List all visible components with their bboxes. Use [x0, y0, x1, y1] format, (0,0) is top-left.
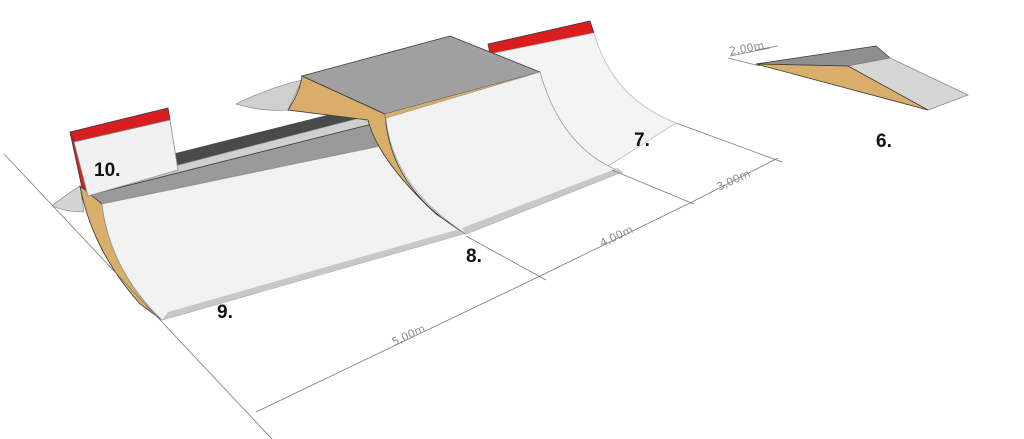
ramp-8-left-plywood [287, 75, 467, 235]
ramp-9-shading [162, 226, 470, 320]
dimension-label-5m: 5,00m [390, 322, 427, 349]
ramp-9 [51, 108, 471, 321]
label-ramp-10: 10. [94, 160, 120, 181]
ramp-9-left-channel [51, 185, 85, 213]
ramp-10-panel [73, 119, 179, 197]
label-ramp-6: 6. [876, 131, 892, 152]
dimension-line-2m [729, 47, 771, 57]
ramp-8-shading [462, 168, 622, 234]
dimension-label-4m: 4,00m [598, 223, 635, 250]
label-ramp-8: 8. [466, 246, 482, 267]
label-ramp-9: 9. [217, 302, 233, 323]
label-ramp-7: 7. [634, 130, 650, 151]
dimension-line-5m [255, 277, 537, 413]
dimension-lines [3, 45, 783, 439]
ramp-6 [755, 45, 970, 111]
ramp-10 [69, 107, 179, 197]
dimension-label-2m: 2,00m [728, 39, 765, 58]
ramp-6-plywood-side [755, 63, 929, 111]
dimension-label-3m: 3,00m [715, 167, 752, 194]
dimension-line-3m [691, 157, 779, 203]
ramp-8 [235, 35, 624, 235]
dimension-line-4m [535, 201, 693, 279]
